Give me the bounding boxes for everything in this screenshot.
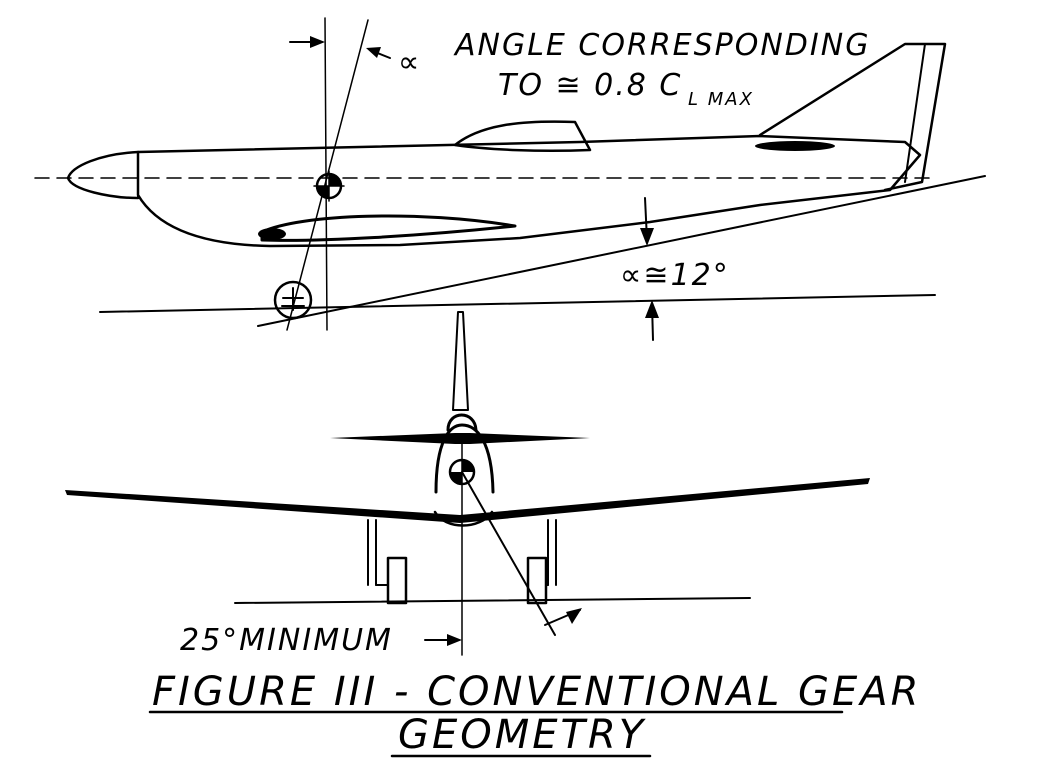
front-view xyxy=(65,311,870,656)
stabilizer-front xyxy=(330,433,590,444)
cg-vertical-reference xyxy=(324,17,328,331)
angle-note-line2: TO ≅ 0.8 C xyxy=(498,68,682,103)
wing-airfoil xyxy=(260,214,517,242)
min-angle-label: 25°MINIMUM xyxy=(180,623,393,658)
left-gear-front xyxy=(367,519,408,605)
figure-title-line1: FIGURE III - CONVENTIONAL GEAR xyxy=(152,669,921,715)
cg-symbol-front xyxy=(448,458,476,486)
fin-front xyxy=(452,311,469,411)
figure-title-line2: GEOMETRY xyxy=(398,712,647,758)
horizontal-tail xyxy=(755,141,835,151)
right-gear-front xyxy=(526,519,557,605)
angle-note-line1: ANGLE CORRESPONDING xyxy=(453,28,870,63)
alpha-symbol-top: ∝ xyxy=(398,45,421,80)
nose-cone xyxy=(66,150,140,200)
side-view xyxy=(34,17,986,341)
vertical-tail xyxy=(758,42,947,192)
overturn-angle-line xyxy=(461,471,556,636)
alpha-reference-line xyxy=(286,19,369,331)
fuselage-front xyxy=(434,423,495,494)
angle-note-subscript: L MAX xyxy=(688,89,754,110)
wing-front xyxy=(65,478,870,523)
fuselage-outline xyxy=(136,134,922,248)
ground-line-front xyxy=(234,597,751,604)
tail-down-line xyxy=(257,175,986,327)
ground-line xyxy=(99,294,936,313)
canopy-front xyxy=(446,413,478,432)
main-wheel-side xyxy=(273,280,313,320)
wing-leading-edge xyxy=(258,228,286,240)
alpha-angle-label: ∝≅12° xyxy=(620,258,730,293)
cg-symbol xyxy=(313,170,345,202)
canopy xyxy=(453,120,592,153)
